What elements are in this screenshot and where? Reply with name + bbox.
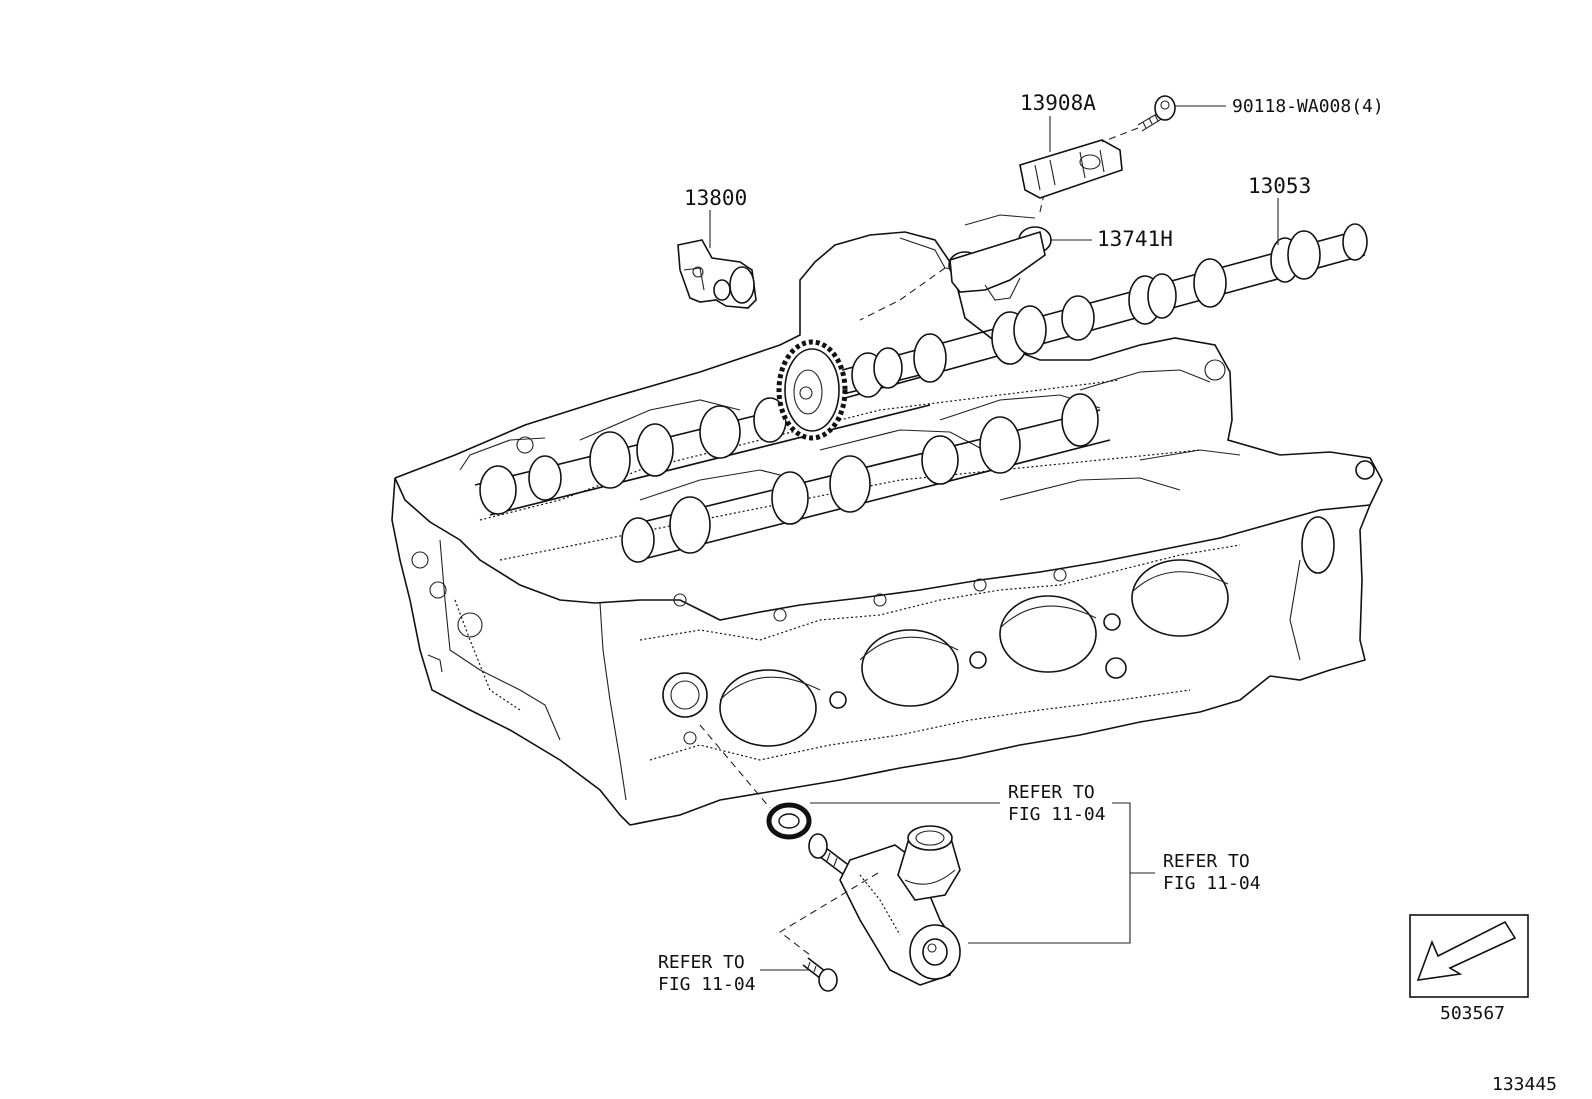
figure-code: 133445: [1492, 1074, 1557, 1095]
view-direction-box: [1409, 914, 1529, 998]
view-box-code: 503567: [1440, 1003, 1505, 1024]
label-13800: 13800: [684, 186, 747, 210]
cylinder-head: [391, 231, 1383, 826]
pump-axis-line: [779, 872, 879, 956]
installed-cam-lobes-intake: [479, 397, 787, 515]
pump-bolt: [802, 957, 838, 992]
view-arrow-icon: [1416, 920, 1517, 981]
label-90118-bolt: 90118-WA008(4): [1232, 96, 1384, 117]
pump-reference-line2: FIG 11-04: [1163, 873, 1261, 894]
camshaft-sprocket: [776, 339, 848, 441]
label-13053: 13053: [1248, 174, 1311, 198]
seal-ring: [766, 802, 812, 840]
bolt-reference-line2: FIG 11-04: [658, 974, 756, 995]
part-13908A: [1019, 139, 1123, 199]
bolt-90118: [1101, 95, 1176, 143]
seal-reference-line1: REFER TO: [1008, 782, 1095, 803]
bolt-reference-line1: REFER TO: [658, 952, 745, 973]
label-13908A: 13908A: [1020, 91, 1096, 115]
seal-axis-line: [699, 724, 771, 809]
part-13800: [677, 239, 757, 309]
camshaft-13053: [776, 223, 1368, 441]
pump-reference-line1: REFER TO: [1163, 851, 1250, 872]
leader-lines: [709, 105, 1279, 971]
part-13741H: [859, 189, 1052, 321]
installed-cam-lobes-exhaust: [621, 393, 1099, 563]
label-13741H: 13741H: [1097, 227, 1173, 251]
installed-camshafts: [474, 374, 1111, 563]
seal-reference-line2: FIG 11-04: [1008, 804, 1106, 825]
fuel-pump: [808, 825, 961, 986]
